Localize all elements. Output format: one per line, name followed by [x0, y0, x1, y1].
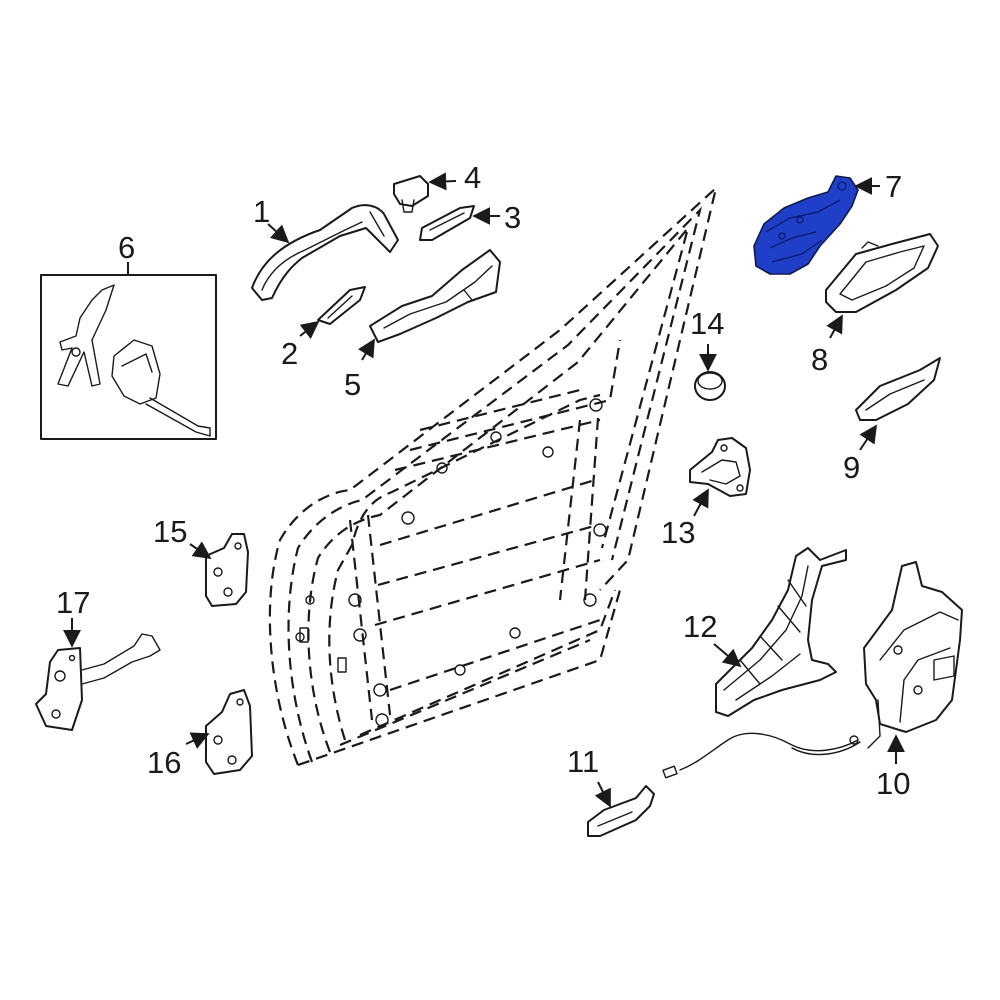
handle-clip[interactable] — [393, 175, 429, 213]
handle-gasket[interactable] — [419, 205, 475, 241]
callout-10: 10 — [876, 766, 910, 801]
door-striker[interactable] — [689, 437, 751, 497]
handle-cap-cover[interactable] — [317, 286, 366, 325]
callout-17: 17 — [56, 585, 90, 620]
callout-1: 1 — [253, 194, 270, 229]
callout-16: 16 — [147, 745, 181, 780]
release-handle[interactable] — [587, 785, 655, 837]
inside-handle-bezel[interactable] — [825, 233, 939, 313]
handle-cover-trim[interactable] — [855, 357, 941, 421]
callout-2: 2 — [281, 336, 298, 371]
callout-7: 7 — [885, 169, 902, 204]
door-module-carrier[interactable] — [715, 547, 847, 717]
callout-15: 15 — [153, 514, 187, 549]
door-latch-actuator[interactable] — [662, 561, 963, 779]
callout-13: 13 — [661, 515, 695, 550]
lock-cylinder-set-box[interactable] — [40, 274, 217, 440]
callout-6: 6 — [118, 230, 135, 265]
callout-12: 12 — [683, 609, 717, 644]
upper-door-hinge[interactable] — [205, 533, 249, 607]
plug-grommet[interactable] — [694, 371, 726, 401]
callout-14: 14 — [690, 306, 724, 341]
door-check-strap[interactable] — [35, 633, 161, 731]
leader-lines — [63, 172, 905, 808]
callout-3: 3 — [504, 200, 521, 235]
callout-labels: 1 2 3 4 5 6 7 8 9 10 11 12 13 14 15 16 1… — [56, 160, 910, 801]
lower-door-hinge[interactable] — [205, 689, 253, 775]
callout-8: 8 — [811, 342, 828, 377]
inside-door-handle-highlighted[interactable] — [753, 175, 859, 275]
callout-9: 9 — [843, 450, 860, 485]
callout-4: 4 — [464, 160, 481, 195]
handle-reinforcement-bracket[interactable] — [369, 249, 501, 343]
outside-door-handle[interactable] — [251, 204, 399, 301]
callout-5: 5 — [344, 367, 361, 402]
callout-11: 11 — [567, 744, 599, 779]
door-frame-outline — [268, 184, 718, 767]
